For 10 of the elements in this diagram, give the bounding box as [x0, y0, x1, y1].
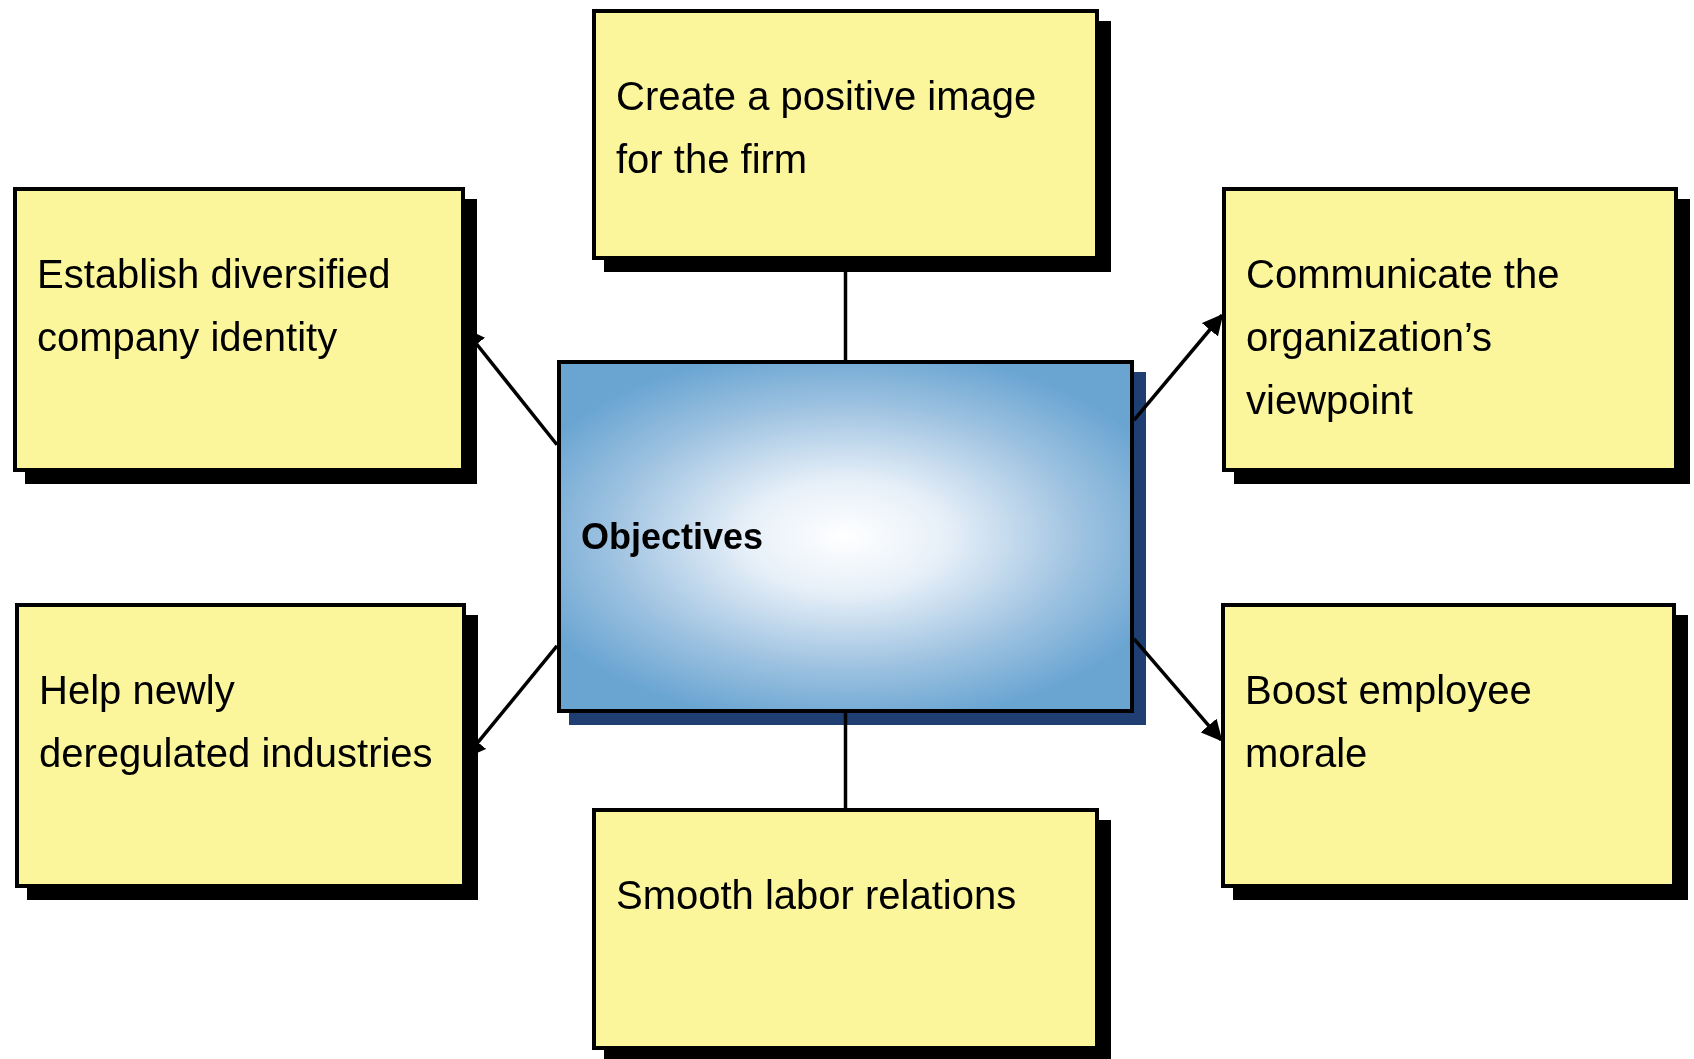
connector-line: [843, 713, 848, 808]
objective-text: Create a positive image for the firm: [616, 73, 1038, 183]
objective-text: Establish diversified company identity: [37, 251, 392, 361]
objective-text: Communicate the organization’s viewpoint: [1246, 251, 1561, 424]
objective-text: Help newly deregulated industries: [39, 667, 434, 777]
objective-text: Smooth labor relations: [616, 872, 1018, 919]
arrow: [1132, 637, 1223, 742]
objective-text: Boost employee morale: [1245, 667, 1533, 777]
heading-text: Objectives: [581, 515, 764, 559]
arrow: [1132, 313, 1224, 422]
